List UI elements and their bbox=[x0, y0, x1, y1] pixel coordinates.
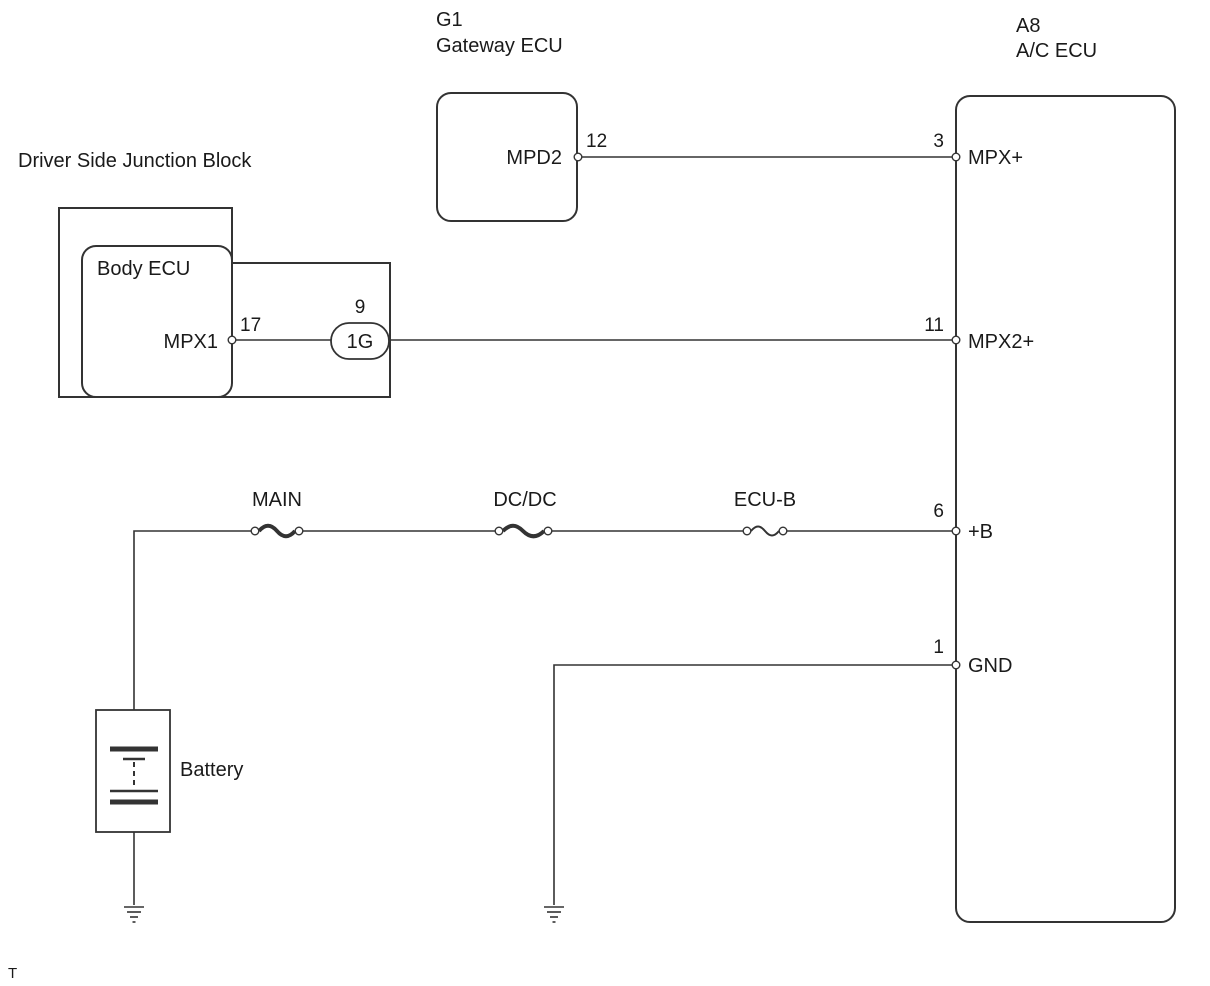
fuse-dcdc-left-icon bbox=[494, 526, 504, 536]
connector-pin: 9 bbox=[355, 297, 366, 318]
ac-ecu-pin-mpx2: 11 bbox=[924, 315, 944, 336]
terminal-mpx bbox=[951, 152, 961, 162]
ac-ecu-name: A/C ECU bbox=[1016, 40, 1097, 62]
gateway-ecu-name: Gateway ECU bbox=[436, 35, 563, 57]
body-ecu-terminal: MPX1 bbox=[164, 331, 218, 353]
terminal-gnd bbox=[951, 660, 961, 670]
fuse-ecub-element-icon bbox=[750, 525, 780, 537]
wire-gnd bbox=[553, 664, 952, 905]
terminal-mpd2 bbox=[573, 152, 583, 162]
terminals bbox=[227, 152, 961, 670]
ac-ecu-pin-b: 6 bbox=[933, 501, 944, 522]
ac-ecu-terminal-b: +B bbox=[968, 521, 993, 543]
junction-block: Driver Side Junction Block Body ECU MPX1… bbox=[18, 150, 391, 398]
gateway-ecu: G1 Gateway ECU MPD2 12 bbox=[436, 9, 607, 222]
fuse-dcdc-label: DC/DC bbox=[493, 489, 556, 511]
fuse-main-left-icon bbox=[250, 526, 260, 536]
terminal-b bbox=[951, 526, 961, 536]
terminal-mpx2 bbox=[951, 335, 961, 345]
ground-battery-icon bbox=[124, 906, 144, 923]
wires bbox=[133, 156, 952, 905]
fuse-dcdc: DC/DC bbox=[493, 489, 557, 539]
fuse-dcdc-element-icon bbox=[501, 523, 546, 539]
junction-block-name: Driver Side Junction Block bbox=[18, 150, 252, 172]
ac-ecu-terminal-mpx: MPX+ bbox=[968, 147, 1023, 169]
body-ecu-pin: 17 bbox=[240, 315, 261, 336]
ac-ecu-box bbox=[955, 95, 1176, 923]
body-ecu-box bbox=[81, 245, 233, 398]
gateway-ecu-terminal: MPD2 bbox=[506, 147, 562, 169]
fuse-ecub-left-icon bbox=[742, 526, 752, 536]
ground-ac-ecu-icon bbox=[544, 906, 564, 923]
terminal-mpx1 bbox=[227, 335, 237, 345]
battery-label: Battery bbox=[180, 759, 243, 781]
body-ecu-name: Body ECU bbox=[97, 258, 190, 280]
footer-mark: T bbox=[8, 965, 17, 982]
fuse-main: MAIN bbox=[250, 489, 304, 539]
fuse-main-label: MAIN bbox=[252, 489, 302, 511]
fuse-ecub: ECU-B bbox=[734, 489, 796, 537]
wire-battery-top bbox=[133, 530, 251, 710]
fuse-main-element-icon bbox=[257, 523, 297, 539]
gateway-ecu-pin: 12 bbox=[586, 131, 607, 152]
battery: Battery bbox=[95, 709, 243, 833]
connector-shape bbox=[330, 322, 390, 360]
ac-ecu-terminal-gnd: GND bbox=[968, 655, 1012, 677]
ac-ecu-terminal-mpx2: MPX2+ bbox=[968, 331, 1034, 353]
ac-ecu-pin-gnd: 1 bbox=[933, 637, 944, 658]
fuse-main-right-icon bbox=[294, 526, 304, 536]
fuse-dcdc-right-icon bbox=[543, 526, 553, 536]
ac-ecu-code: A8 bbox=[1016, 15, 1040, 37]
gateway-ecu-code: G1 bbox=[436, 9, 463, 31]
connector-name: 1G bbox=[347, 331, 374, 353]
ac-ecu-pin-mpx: 3 bbox=[933, 131, 944, 152]
fuse-ecub-right-icon bbox=[778, 526, 788, 536]
fuse-ecub-label: ECU-B bbox=[734, 489, 796, 511]
ac-ecu: A8 A/C ECU 3 MPX+ 11 MPX2+ 6 +B 1 GND bbox=[924, 15, 1176, 923]
